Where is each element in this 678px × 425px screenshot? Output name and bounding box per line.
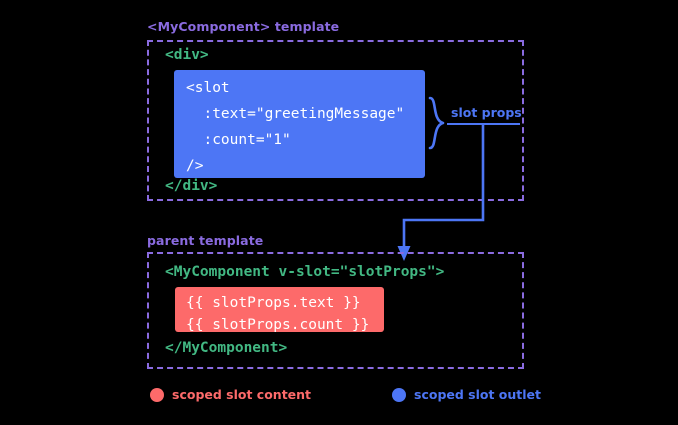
- slot-content-line-1: {{ slotProps.count }}: [186, 317, 370, 333]
- mycomponent-open-tag: <MyComponent v-slot="slotProps">: [165, 264, 445, 280]
- legend-label-scoped-slot-outlet: scoped slot outlet: [414, 387, 542, 402]
- legend-item-scoped-slot-content: scoped slot content: [150, 387, 311, 402]
- legend-dot-icon-red: [150, 387, 164, 402]
- slot-props-label: slot props: [451, 105, 522, 120]
- slot-content-line-0: {{ slotProps.text }}: [186, 295, 361, 311]
- slot-outlet-line-3: />: [186, 158, 204, 174]
- legend-label-scoped-slot-content: scoped slot content: [172, 387, 312, 402]
- component-template-label: <MyComponent> template: [147, 19, 340, 34]
- component-template-box: [147, 40, 524, 201]
- div-open-tag: <div>: [165, 47, 209, 63]
- mycomponent-close-tag: </MyComponent>: [165, 340, 288, 356]
- parent-template-box: [147, 252, 524, 369]
- div-close-tag: </div>: [165, 178, 218, 194]
- slot-outlet-block: <slot :text="greetingMessage" :count="1"…: [174, 70, 425, 178]
- slot-outlet-line-1: :text="greetingMessage": [186, 106, 405, 122]
- slot-content-block: {{ slotProps.text }} {{ slotProps.count …: [175, 287, 384, 332]
- parent-template-label: parent template: [147, 233, 264, 248]
- slot-props-connector-arrow: [397, 124, 485, 261]
- legend-item-scoped-slot-outlet: scoped slot outlet: [392, 387, 541, 402]
- slot-outlet-line-0: <slot: [186, 80, 230, 96]
- legend-dot-icon-blue: [392, 387, 406, 402]
- slot-outlet-line-2: :count="1": [186, 132, 291, 148]
- curly-brace-icon: [428, 96, 445, 150]
